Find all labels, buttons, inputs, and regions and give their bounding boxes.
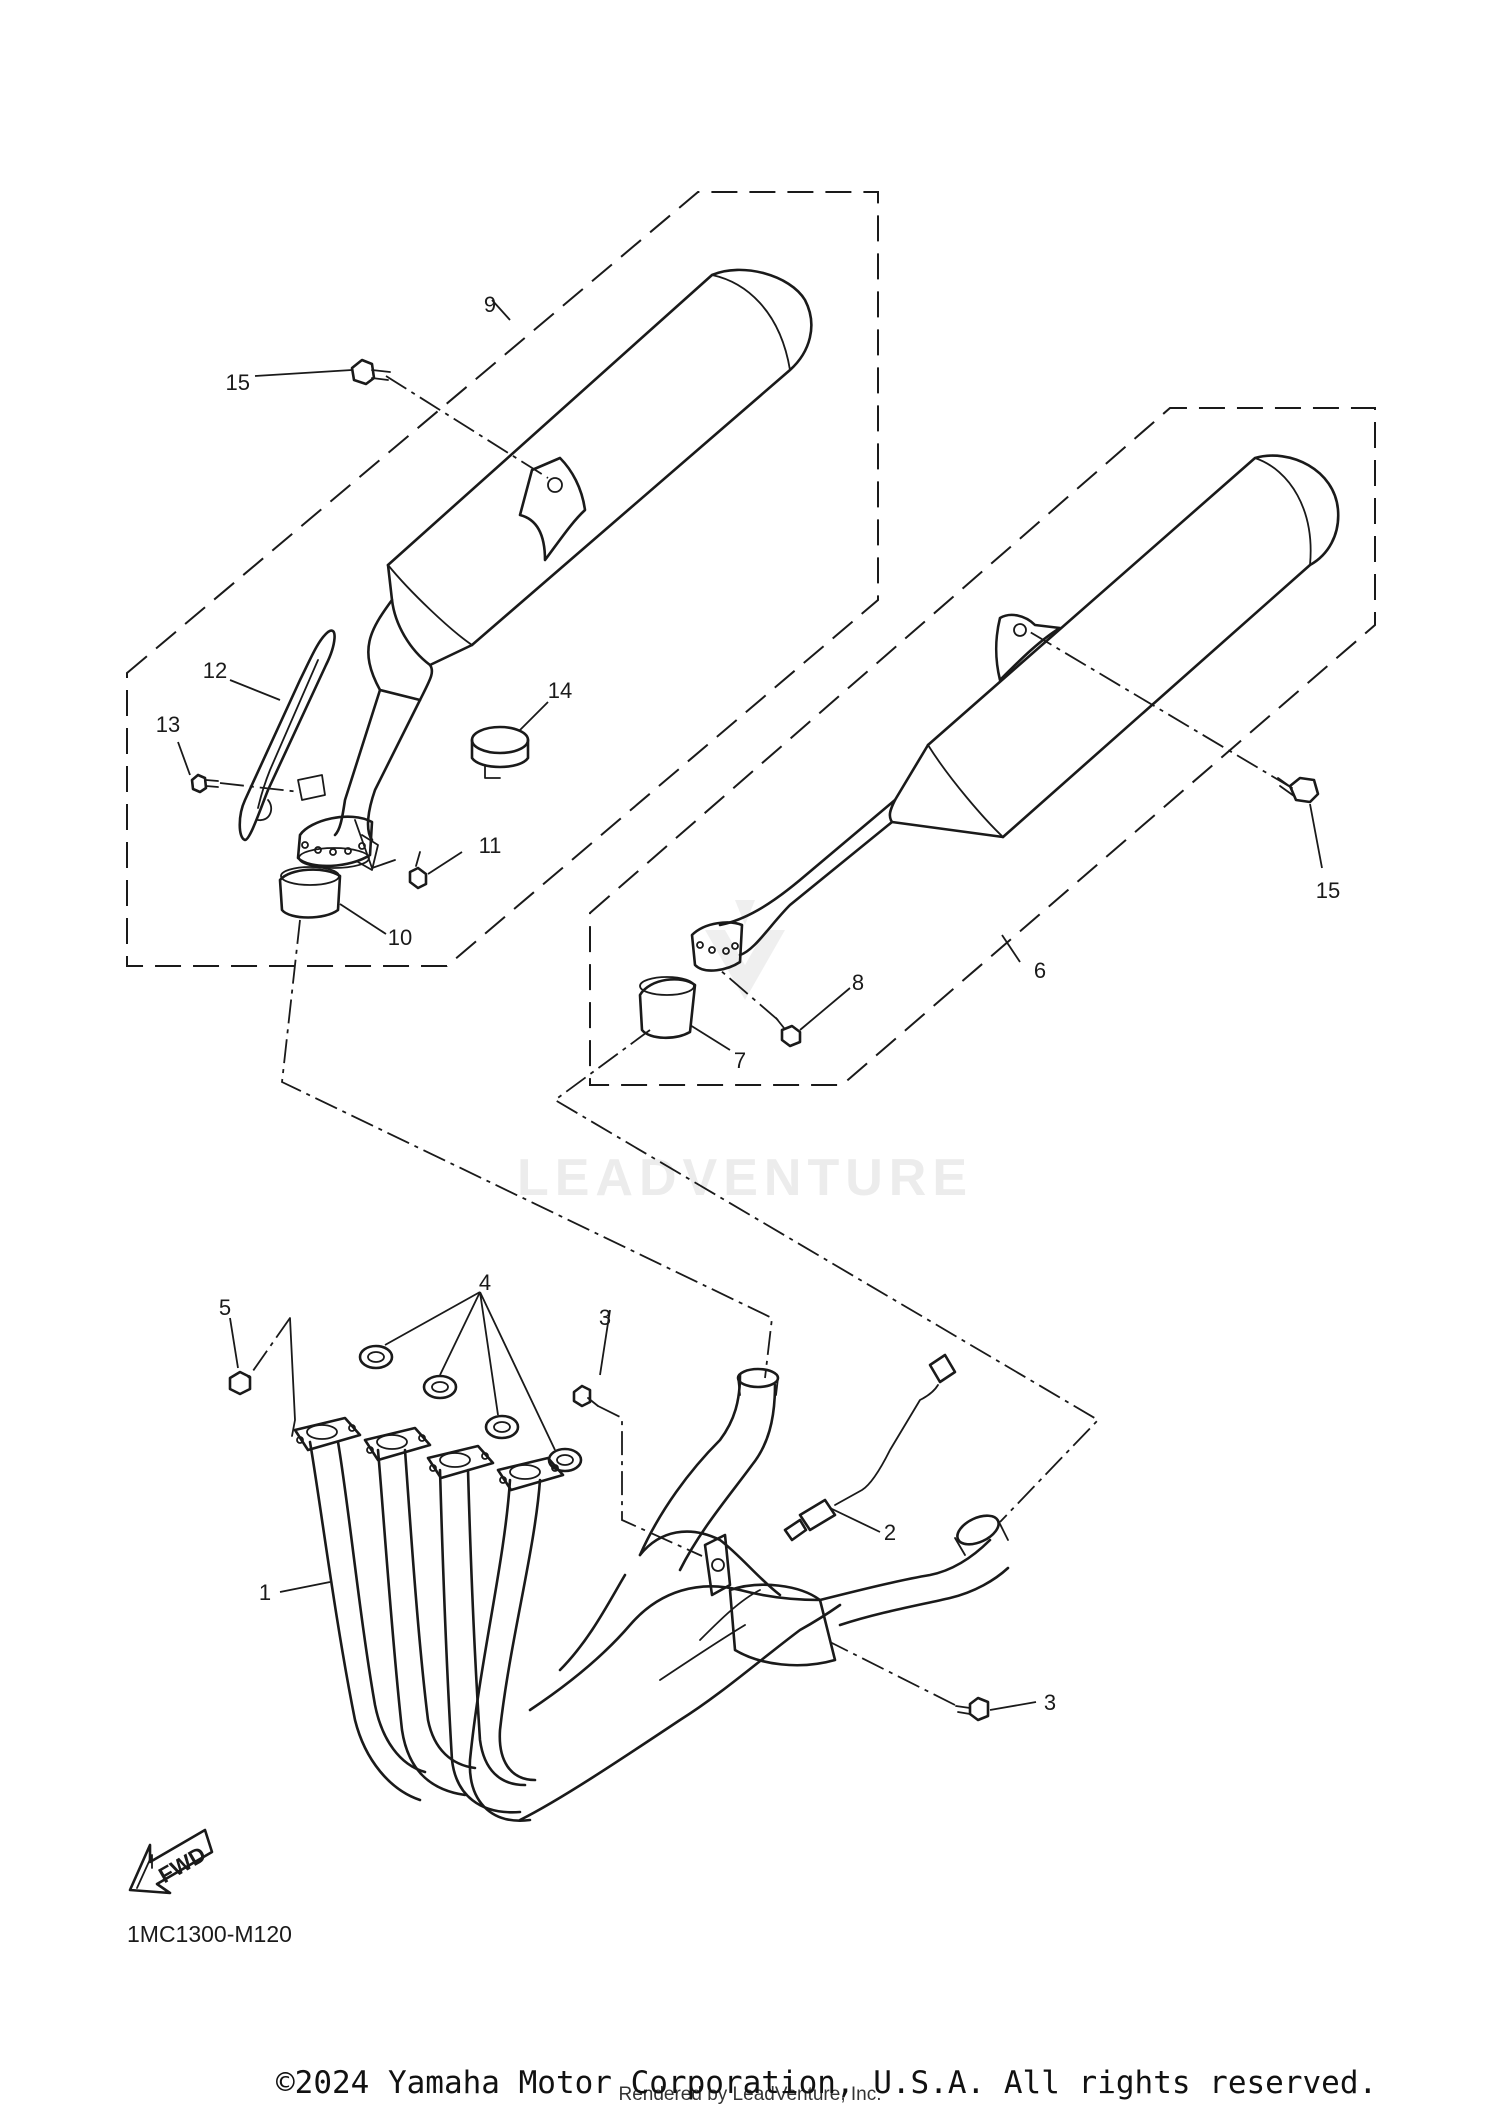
callout-10: 10 (388, 925, 412, 950)
gasket-10[interactable] (278, 866, 342, 919)
right-muffler-flange (690, 921, 744, 972)
left-muffler-flange (296, 815, 374, 868)
right-muffler-assembly-boundary (589, 407, 1376, 1086)
left-muffler[interactable] (296, 268, 813, 871)
left-muffler-body (386, 268, 813, 647)
callout-12: 12 (203, 658, 227, 683)
callout-1: 1 (259, 1580, 271, 1605)
callout-8: 8 (852, 970, 864, 995)
rendered-by: Rendered by LeadVenture, Inc. (618, 2084, 881, 2105)
left-muffler-bracket (518, 456, 587, 562)
bolt-15-left[interactable] (350, 358, 391, 386)
callout-3-upper: 3 (599, 1305, 611, 1330)
bolt-15-right[interactable] (1277, 776, 1320, 804)
left-muffler-assembly-boundary (126, 191, 879, 967)
chain-line-left (281, 919, 773, 1379)
heat-protector[interactable] (238, 629, 336, 842)
bolt-11[interactable] (354, 819, 428, 890)
fwd-arrow-icon: FWD (128, 1828, 214, 1895)
copyright: ©2024 Yamaha Motor Corporation, U.S.A. A… (276, 2065, 1377, 2101)
chain-line-right (553, 1029, 1100, 1523)
fwd-label: FWD (154, 1841, 210, 1888)
callout-15-left: 15 (226, 370, 250, 395)
callout-9: 9 (484, 292, 496, 317)
bolt-3-lower[interactable] (955, 1696, 990, 1722)
watermark: LEADVENTURE (517, 900, 973, 1207)
watermark-text: LEADVENTURE (517, 1149, 973, 1207)
nut-5[interactable] (228, 1370, 252, 1396)
diagram-code: 1MC1300-M120 (127, 1921, 292, 1947)
callout-4: 4 (479, 1270, 491, 1295)
leader-lines (177, 299, 1323, 1711)
gaskets-4[interactable] (358, 1344, 583, 1473)
bolt-3-upper[interactable] (572, 1384, 599, 1408)
right-muffler[interactable] (690, 454, 1340, 972)
callout-2: 2 (884, 1520, 896, 1545)
watermark-logo-icon (705, 900, 785, 1000)
callout-14: 14 (548, 678, 572, 703)
bolt-13[interactable] (190, 773, 219, 794)
callout-7: 7 (734, 1048, 746, 1073)
gasket-7[interactable] (638, 976, 697, 1040)
clamp-14[interactable] (470, 725, 530, 779)
right-muffler-body (926, 454, 1340, 839)
exhaust-pipe-assembly[interactable] (293, 1367, 1010, 1822)
callout-13: 13 (156, 712, 180, 737)
callout-3-lower: 3 (1044, 1690, 1056, 1715)
callout-11: 11 (479, 833, 502, 858)
right-muffler-bracket (994, 613, 1062, 682)
callout-5: 5 (219, 1295, 231, 1320)
callout-6: 6 (1034, 958, 1046, 983)
bolt-8[interactable] (775, 1017, 802, 1048)
callout-15-right: 15 (1316, 878, 1340, 903)
o2-sensor[interactable] (783, 1353, 957, 1542)
